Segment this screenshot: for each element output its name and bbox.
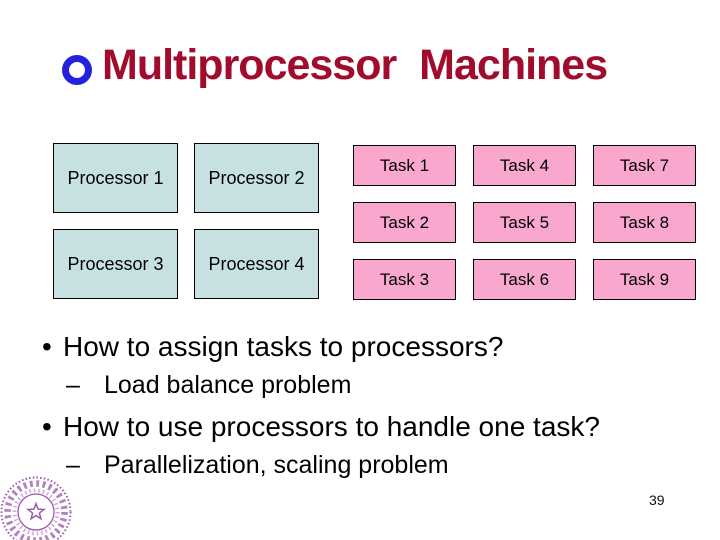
processor-box: Processor 2 (194, 143, 319, 213)
task-label: Task 9 (619, 269, 670, 289)
task-label: Task 1 (379, 155, 430, 175)
page-number: 39 (649, 492, 665, 508)
task-box: Task 6 (473, 259, 576, 300)
task-box: Task 3 (353, 259, 456, 300)
bullet-item: • How to use processors to handle one ta… (42, 411, 600, 443)
dash-marker-icon: – (66, 451, 80, 479)
bullet-marker-icon: • (42, 411, 52, 442)
page-title: Multiprocessor Machines (102, 41, 608, 89)
task-label: Task 8 (619, 212, 670, 232)
bullet-item: • How to assign tasks to processors? (42, 331, 503, 363)
title-bullet-ring-icon (62, 55, 92, 85)
sub-bullet-item: – Load balance problem (66, 371, 351, 400)
bullet-text: How to assign tasks to processors? (63, 331, 504, 362)
bullet-marker-icon: • (42, 331, 52, 362)
sub-bullet-item: – Parallelization, scaling problem (66, 451, 449, 480)
processor-label: Processor 3 (67, 253, 164, 274)
task-label: Task 2 (379, 212, 430, 232)
sub-bullet-text: Parallelization, scaling problem (104, 451, 449, 479)
task-box: Task 7 (593, 145, 696, 186)
processor-box: Processor 1 (53, 143, 178, 213)
task-box: Task 9 (593, 259, 696, 300)
task-label: Task 4 (499, 155, 550, 175)
task-box: Task 2 (353, 202, 456, 243)
processor-label: Processor 1 (67, 167, 164, 188)
task-grid: Task 1 Task 2 Task 3 Task 4 Task 5 Task … (353, 145, 696, 300)
dash-marker-icon: – (66, 371, 80, 399)
processor-box: Processor 3 (53, 229, 178, 299)
bullet-text: How to use processors to handle one task… (63, 411, 600, 442)
task-box: Task 8 (593, 202, 696, 243)
task-box: Task 4 (473, 145, 576, 186)
task-box: Task 5 (473, 202, 576, 243)
task-label: Task 5 (499, 212, 550, 232)
processor-box: Processor 4 (194, 229, 319, 299)
processor-label: Processor 4 (208, 253, 305, 274)
tsinghua-university-seal-icon (0, 476, 72, 540)
task-label: Task 6 (499, 269, 550, 289)
task-label: Task 7 (619, 155, 670, 175)
task-box: Task 1 (353, 145, 456, 186)
task-label: Task 3 (379, 269, 430, 289)
processor-label: Processor 2 (208, 167, 305, 188)
processor-grid: Processor 1 Processor 2 Processor 3 Proc… (53, 143, 319, 299)
sub-bullet-text: Load balance problem (104, 371, 352, 399)
